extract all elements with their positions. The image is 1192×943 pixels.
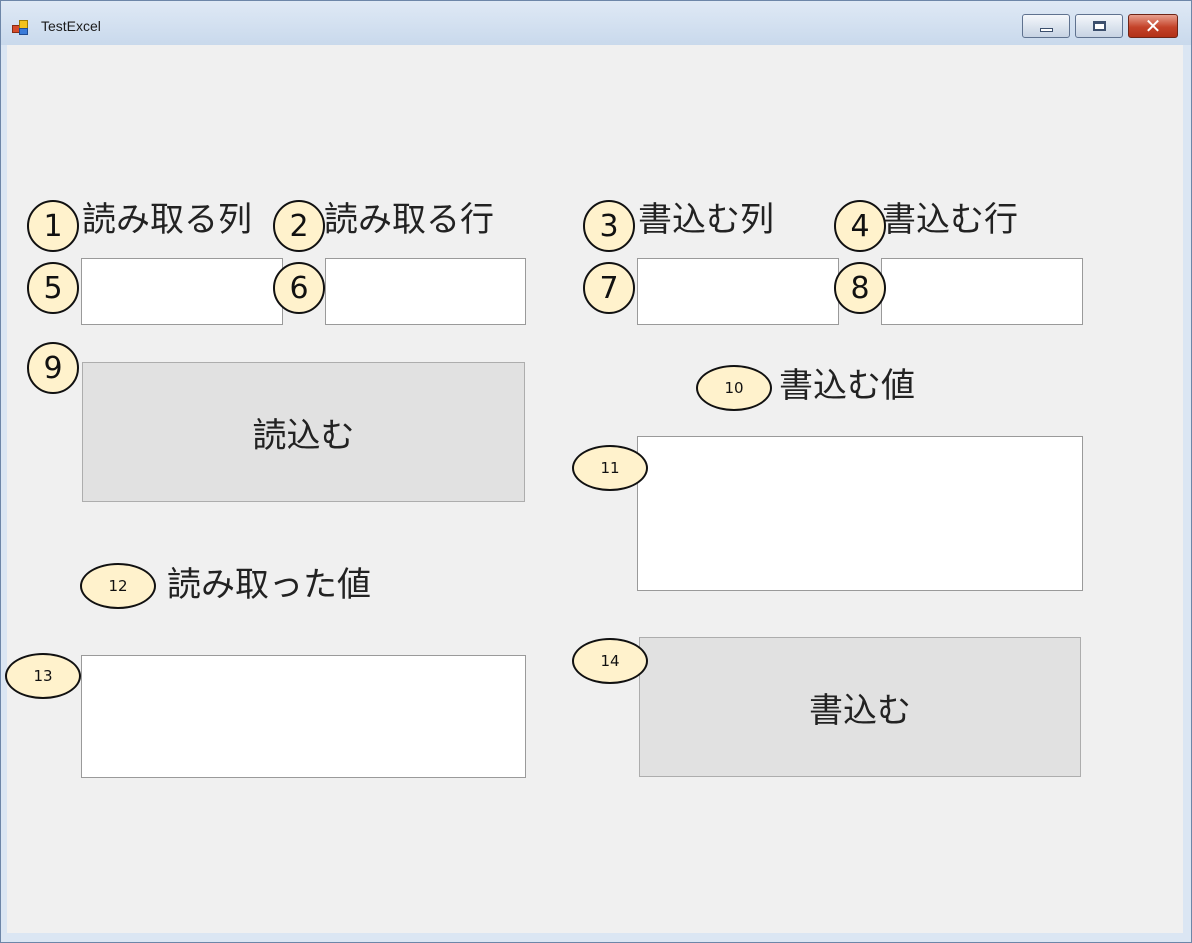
minimize-icon — [1039, 27, 1053, 32]
marker-10: 10 — [696, 365, 772, 411]
window-title: TestExcel — [41, 18, 101, 34]
marker-4: 4 — [834, 200, 886, 252]
read-column-input[interactable] — [81, 258, 283, 325]
close-button[interactable]: ✕ — [1128, 14, 1178, 38]
title-bar[interactable]: TestExcel ✕ — [1, 1, 1191, 45]
write-column-input[interactable] — [637, 258, 839, 325]
marker-14: 14 — [572, 638, 648, 684]
write-column-label: 書込む列 — [638, 200, 774, 240]
marker-3: 3 — [583, 200, 635, 252]
minimize-button[interactable] — [1022, 14, 1070, 38]
marker-12: 12 — [80, 563, 156, 609]
write-row-input[interactable] — [881, 258, 1083, 325]
maximize-icon — [1092, 21, 1106, 31]
read-value-output[interactable] — [81, 655, 526, 778]
marker-13: 13 — [5, 653, 81, 699]
marker-8: 8 — [834, 262, 886, 314]
read-column-label: 読み取る列 — [82, 200, 252, 240]
write-value-input[interactable] — [637, 436, 1083, 591]
write-row-label: 書込む行 — [882, 200, 1018, 240]
marker-1: 1 — [27, 200, 79, 252]
marker-9: 9 — [27, 342, 79, 394]
maximize-button[interactable] — [1075, 14, 1123, 38]
marker-6: 6 — [273, 262, 325, 314]
read-row-label: 読み取る行 — [324, 200, 494, 240]
write-button[interactable]: 書込む — [639, 637, 1081, 777]
read-value-label: 読み取った値 — [167, 565, 371, 605]
marker-2: 2 — [273, 200, 325, 252]
marker-11: 11 — [572, 445, 648, 491]
close-icon: ✕ — [1144, 14, 1162, 38]
read-row-input[interactable] — [325, 258, 526, 325]
write-value-label: 書込む値 — [779, 366, 915, 406]
read-button[interactable]: 読込む — [82, 362, 525, 502]
marker-7: 7 — [583, 262, 635, 314]
marker-5: 5 — [27, 262, 79, 314]
app-icon[interactable] — [12, 20, 28, 35]
